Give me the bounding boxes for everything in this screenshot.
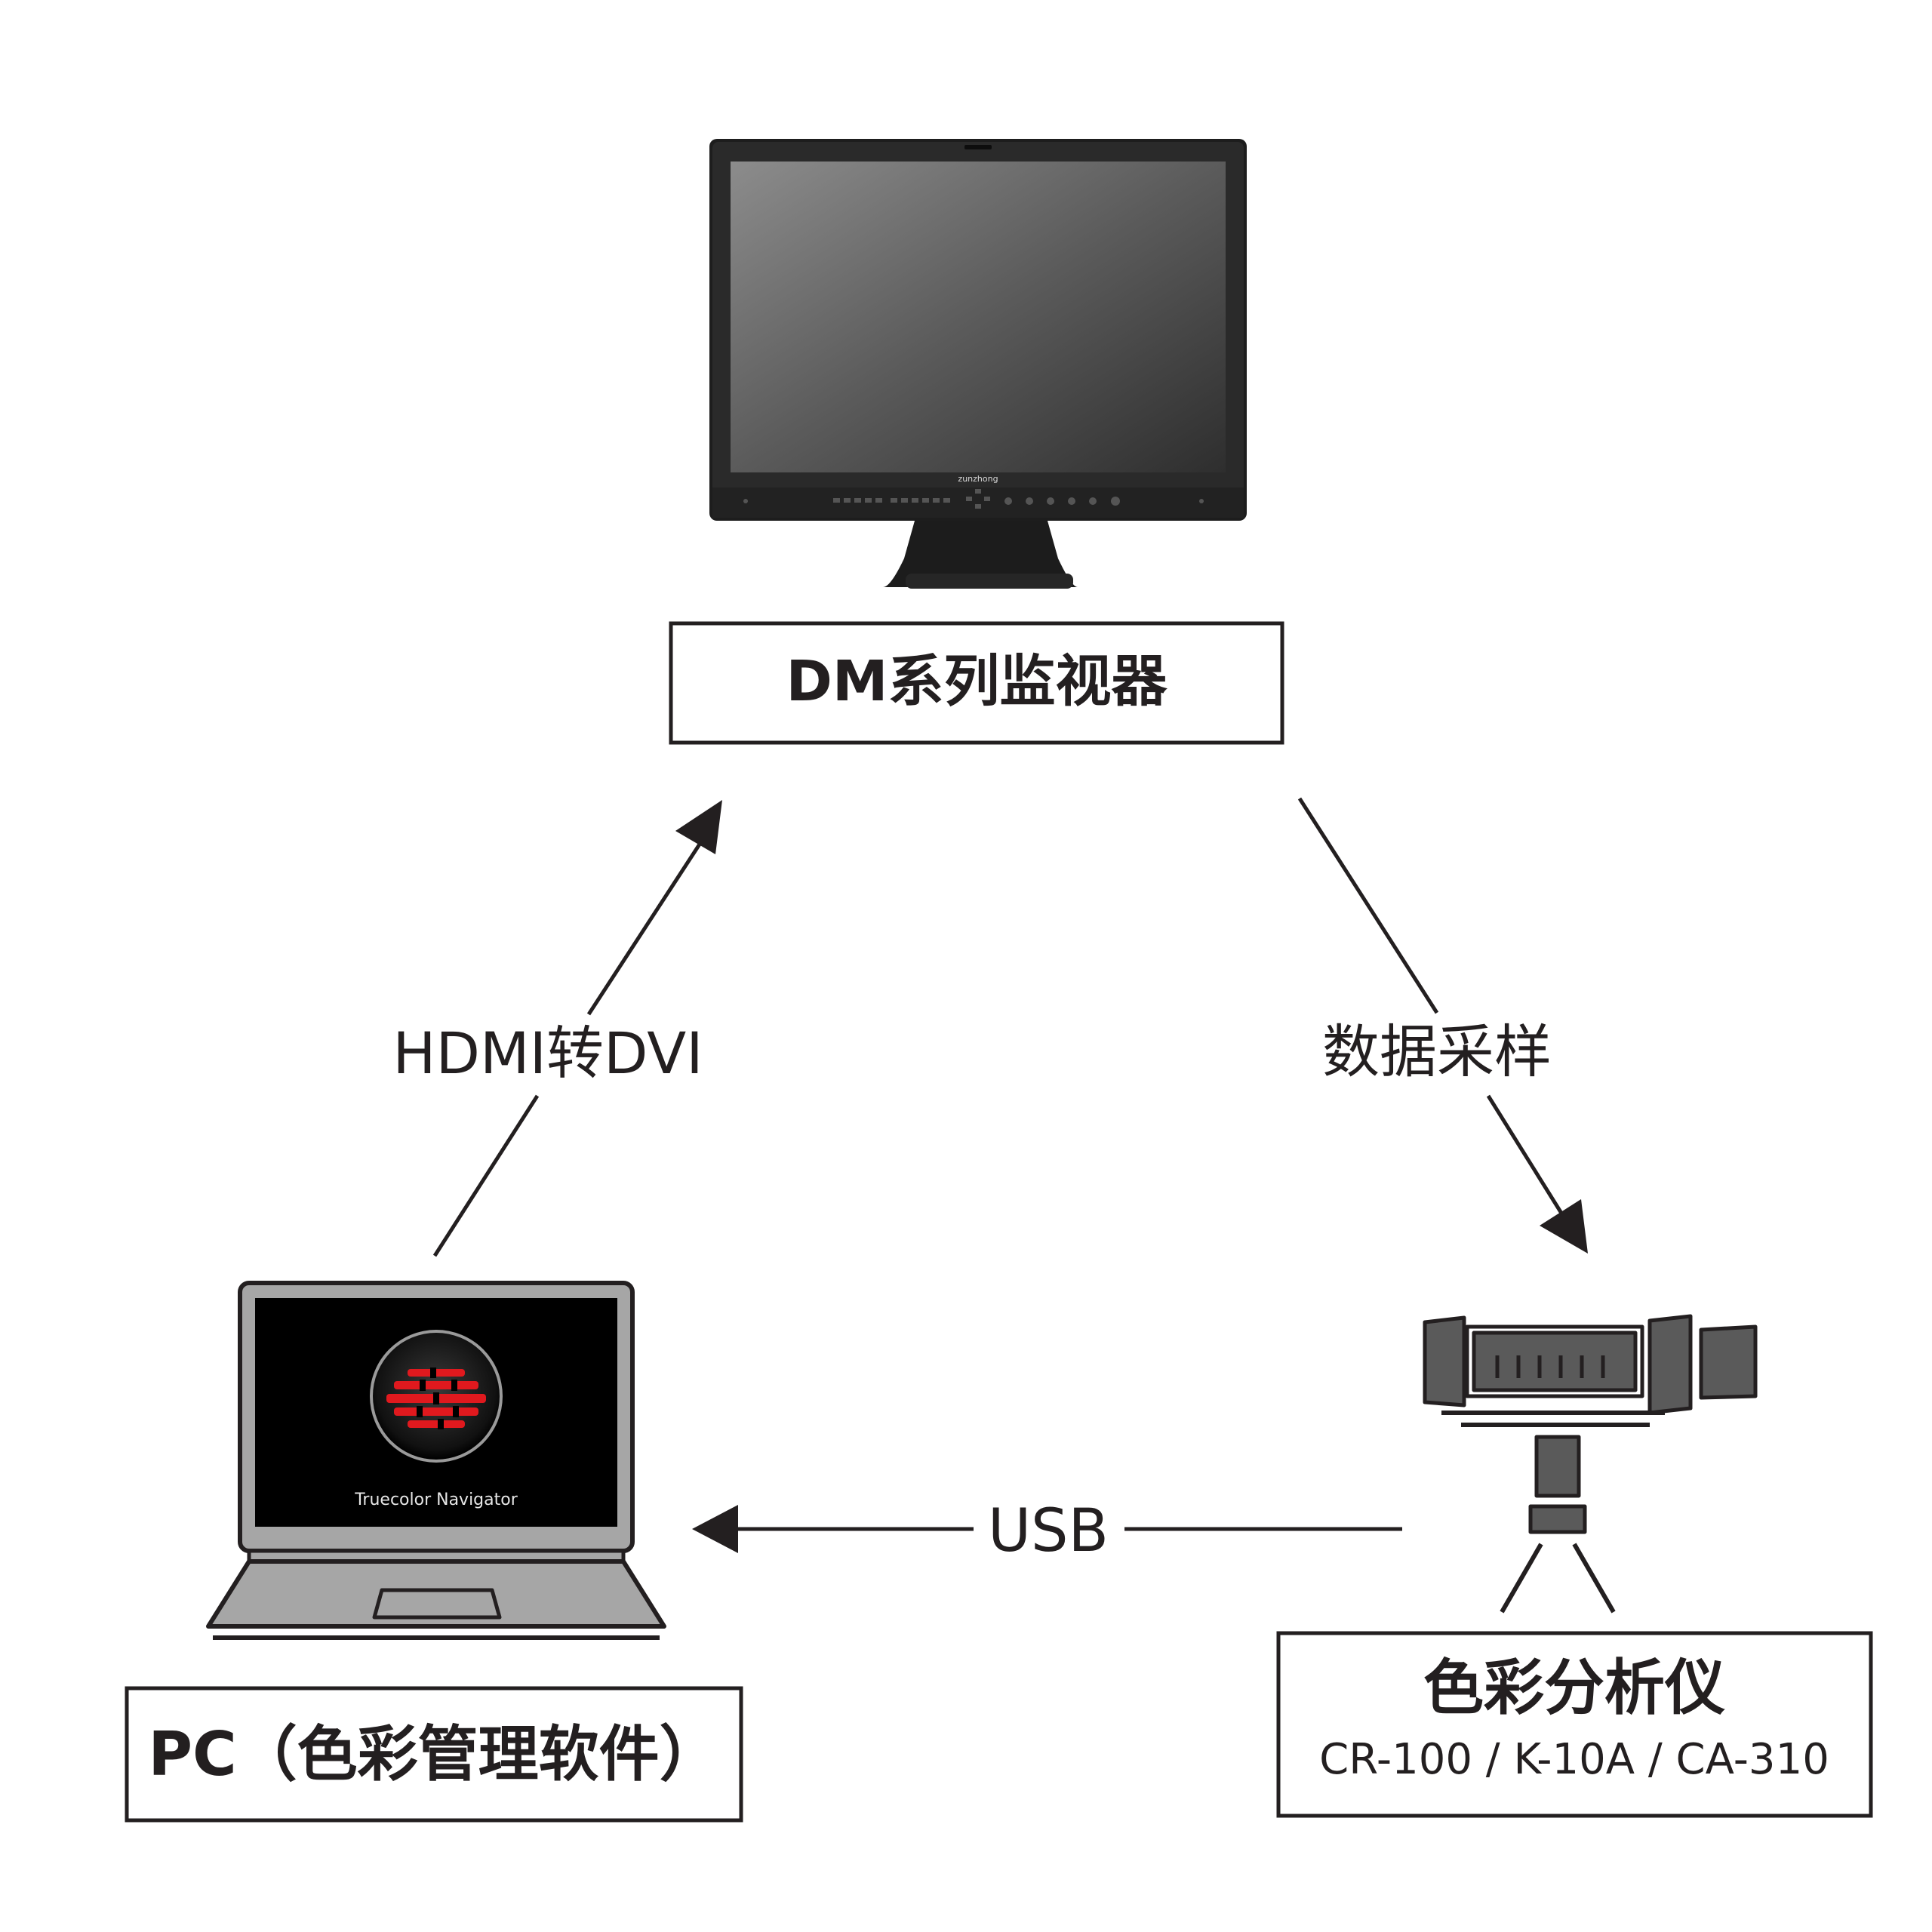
- software-name: Truecolor Navigator: [354, 1491, 518, 1509]
- monitor-brand-text: zunzhong: [958, 474, 998, 484]
- analyzer-label-box: [1276, 1631, 1873, 1818]
- analyzer-vents: [1495, 1355, 1605, 1378]
- pc-label-box: [125, 1686, 743, 1823]
- edge-label-usb: USB: [988, 1497, 1109, 1565]
- arrow-pc-to-monitor: [432, 800, 722, 1257]
- laptop-illustration: Truecolor Navigator: [206, 1281, 666, 1640]
- analyzer-models: CR-100 / K-10A / CA-310: [1319, 1735, 1829, 1784]
- monitor-control-buttons: [743, 489, 1204, 509]
- edge-label-hdmi-to-dvi: HDMI转DVI: [392, 1020, 703, 1087]
- analyzer-label: 色彩分析仪: [1423, 1653, 1725, 1723]
- monitor-label: DM系列监视器: [786, 649, 1168, 714]
- arrow-monitor-to-analyzer: [1297, 797, 1588, 1254]
- truecolor-navigator-logo: [370, 1330, 503, 1463]
- pc-label: PC（色彩管理软件）: [148, 1719, 719, 1789]
- arrow-analyzer-to-pc: [692, 1505, 1402, 1553]
- color-analyzer-illustration: [1423, 1314, 1758, 1614]
- monitor-label-box: [669, 621, 1284, 745]
- edge-label-data-sampling: 数据采样: [1322, 1018, 1552, 1085]
- monitor-illustration: zunzhong: [709, 139, 1247, 589]
